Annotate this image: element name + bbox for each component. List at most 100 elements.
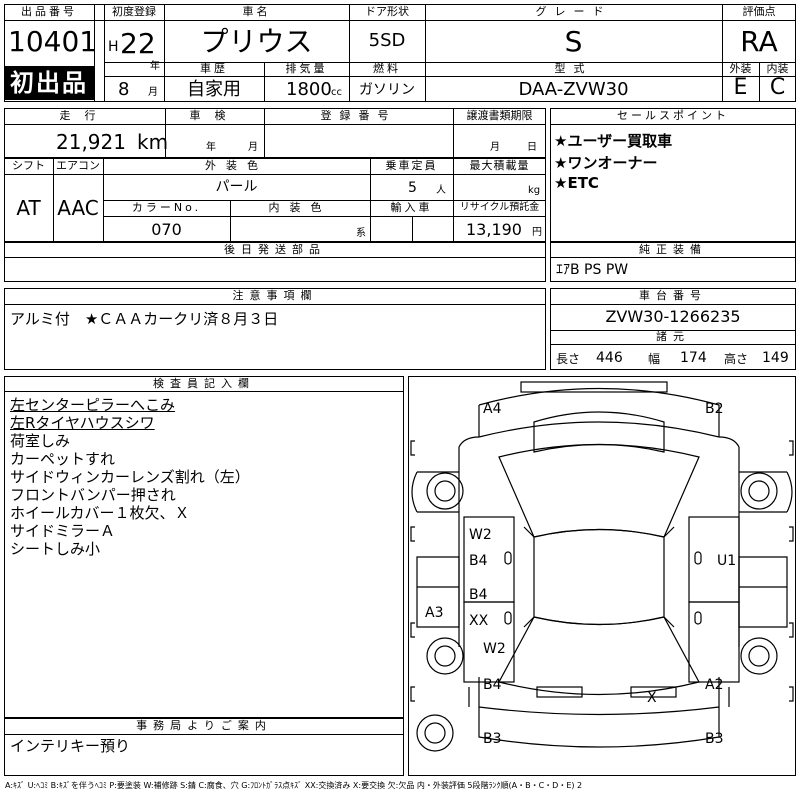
mark-b2: B2 <box>705 401 724 417</box>
reg-label: 初度登録 <box>112 5 156 18</box>
mark-b4b: B4 <box>469 587 488 603</box>
inspector-line: フロントバンパー押され <box>10 486 176 504</box>
inspector-line: サイドウィンカーレンズ割れ（左） <box>10 468 250 486</box>
parts-label: 後日発送部品 <box>224 243 326 256</box>
equipment-block <box>550 242 796 282</box>
ext-label: 外装 <box>729 62 752 75</box>
sales-label: セールスポイント <box>617 109 729 122</box>
office-label: 事務局よりご案内 <box>136 719 272 732</box>
lot-label: 出品番号 <box>21 5 77 18</box>
transfer-label: 譲渡書類期限 <box>466 109 533 122</box>
color-no: 070 <box>151 220 182 239</box>
car-name: プリウス <box>200 25 313 58</box>
displacement: 1800 <box>286 79 332 100</box>
office-block <box>4 718 404 776</box>
length: 446 <box>596 350 623 366</box>
notes-block <box>4 288 546 370</box>
mark-u1: U1 <box>717 553 737 569</box>
car-diagram: A4 B2 W2 B4 U1 B4 XX A3 W2 B4 A2 X B3 B3 <box>408 376 796 776</box>
inspector-label: 検査員記入欄 <box>153 377 255 390</box>
sales-point-1: ★ユーザー買取車 <box>554 132 673 150</box>
mark-b4c: B4 <box>483 677 502 693</box>
km-unit: km <box>137 130 169 154</box>
person-unit: 人 <box>436 185 446 196</box>
fuel-label: 燃料 <box>373 62 401 75</box>
mileage: 21,921 <box>56 130 126 154</box>
year-unit: 年 <box>150 61 160 72</box>
yen-unit: 円 <box>532 227 542 238</box>
sales-point-3: ★ETC <box>554 174 599 192</box>
chassis-number: ZVW30-1266235 <box>605 307 741 326</box>
mark-a2: A2 <box>705 677 724 693</box>
inspector-line: 荷室しみ <box>10 432 71 450</box>
capacity: 5 <box>408 180 417 196</box>
car-name-label: 車名 <box>242 5 271 18</box>
notes-label: 注意事項欄 <box>232 289 318 302</box>
inspection-label: 車検 <box>189 109 240 122</box>
legend: A:ｷｽﾞ U:ﾍｺﾐ B:ｷｽﾞを伴うﾍｺﾐ P:要塗装 W:補修跡 S:錆 … <box>5 781 583 790</box>
inspector-line: サイドミラーＡ <box>10 522 116 540</box>
load-label: 最大積載量 <box>469 159 530 172</box>
mark-a3: A3 <box>425 605 444 621</box>
parts-block <box>4 242 546 282</box>
history-label: 車歴 <box>200 62 228 75</box>
rating-label: 評価点 <box>742 5 776 18</box>
inspector-line: シートしみ小 <box>10 540 101 558</box>
sales-point-block <box>550 108 796 242</box>
model-label: 型式 <box>554 62 593 75</box>
capacity-label: 乗車定員 <box>385 159 438 172</box>
height: 149 <box>762 350 789 366</box>
mark-w2b: W2 <box>483 641 506 657</box>
import-label: 輸入車 <box>390 201 433 214</box>
mark-xx: XX <box>469 613 489 629</box>
rating: RA <box>740 25 778 58</box>
cc-unit: cc <box>331 87 342 98</box>
displacement-label: 排気量 <box>285 62 328 75</box>
lot-number: 10401 <box>8 25 98 58</box>
length-label: 長さ <box>556 352 581 366</box>
grade-label: グレード <box>535 5 612 18</box>
grade: S <box>564 25 583 58</box>
mark-b4a: B4 <box>469 553 488 569</box>
mark-a4: A4 <box>483 401 502 417</box>
width-label: 幅 <box>648 352 661 366</box>
mark-w2a: W2 <box>469 527 492 543</box>
notes-text: アルミ付 ★ＣＡＡカークリ済８月３日 <box>10 310 279 328</box>
inspector-line: 左センターピラーへこみ <box>10 396 176 414</box>
mark-x: X <box>647 690 657 706</box>
color-label: 外装色 <box>205 159 268 172</box>
shift: AT <box>16 196 41 220</box>
inspector-block <box>4 376 404 718</box>
mileage-block <box>4 108 546 158</box>
inspector-line: 左Rタイヤハウスシワ <box>10 414 155 432</box>
inspector-line: ホイールカバー１枚欠、Ｘ <box>10 504 190 522</box>
ext-grade: E <box>733 75 748 100</box>
model-code: DAA-ZVW30 <box>518 79 629 100</box>
ac: AAC <box>57 196 99 220</box>
insp-month-unit: 月 <box>248 142 258 153</box>
reg-year: 22 <box>120 27 156 60</box>
int-grade: C <box>769 75 786 100</box>
door-label: ドア形状 <box>365 5 409 18</box>
door-type: 5SD <box>368 30 406 51</box>
chassis-block <box>550 288 796 370</box>
shift-label: シフト <box>12 159 45 172</box>
kei-unit: 系 <box>356 228 366 239</box>
dims-label: 諸元 <box>656 330 690 343</box>
recycle-label: リサイクル預託金 <box>459 202 540 213</box>
sales-point-2: ★ワンオーナー <box>554 154 658 172</box>
month-unit: 月 <box>148 87 158 98</box>
reg-month: 8 <box>118 79 130 100</box>
transfer-day-unit: 日 <box>527 142 537 153</box>
chassis-label: 車台番号 <box>639 289 707 302</box>
height-label: 高さ <box>724 352 749 366</box>
fuel: ガソリン <box>359 82 415 98</box>
transfer-month-unit: 月 <box>490 142 500 153</box>
interior-color-label: 内装色 <box>268 201 332 214</box>
equipment-label: 純正装備 <box>639 243 707 256</box>
recycle: 13,190 <box>466 220 522 239</box>
history: 自家用 <box>187 79 241 100</box>
first-listing-badge: 初出品 <box>4 66 94 100</box>
colorno-label: カラーNo. <box>131 201 202 214</box>
kg-unit: kg <box>528 185 541 196</box>
